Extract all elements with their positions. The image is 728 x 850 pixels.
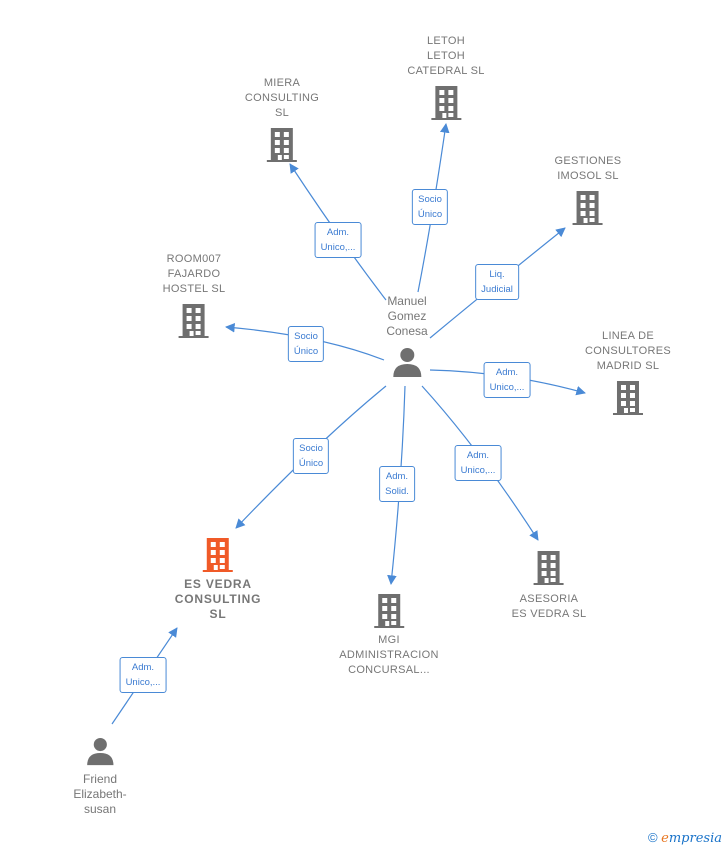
edge-label-esvedra[interactable]: Socio Único xyxy=(292,438,330,474)
node-letoh-letoh-catedral[interactable]: LETOH LETOH CATEDRAL SL xyxy=(407,34,484,121)
node-label-line: LETOH xyxy=(427,50,465,62)
building-icon xyxy=(178,304,209,338)
edge-label-line: Unico,... xyxy=(460,465,496,476)
node-label-line: GESTIONES xyxy=(554,155,622,167)
edge-label-letoh[interactable]: Socio Único xyxy=(411,189,449,225)
node-label-line: SL xyxy=(274,107,290,119)
node-label-line: susan xyxy=(83,802,117,816)
edge-label-line: Unico,... xyxy=(489,382,525,393)
edge-label-mgi[interactable]: Adm. Solid. xyxy=(379,466,415,502)
node-label-line: ADMINISTRACION xyxy=(339,649,439,661)
node-room007-fajardo-hostel[interactable]: ROOM007 FAJARDO HOSTEL SL xyxy=(163,252,226,339)
edge-label-line: Adm. xyxy=(466,450,490,461)
brand-rest: mpresia xyxy=(668,831,722,846)
node-label-line: MGI xyxy=(378,634,400,646)
person-icon xyxy=(86,737,114,766)
node-manuel-gomez-conesa[interactable]: Manuel Gomez Conesa xyxy=(386,294,428,379)
edge-label-line: Único xyxy=(293,346,319,357)
node-es-vedra-consulting[interactable]: ES VEDRA CONSULTING SL xyxy=(175,537,261,622)
node-linea-de-consultores[interactable]: LINEA DE CONSULTORES MADRID SL xyxy=(585,329,671,416)
node-label-line: CATEDRAL SL xyxy=(407,65,485,77)
building-icon xyxy=(613,381,643,415)
edge-label-line: Unico,... xyxy=(320,242,356,253)
edge-label-line: Socio xyxy=(418,194,442,205)
node-label-line: ES VEDRA SL xyxy=(511,608,587,620)
edge-label-line: Socio xyxy=(299,443,323,454)
empresia-logo[interactable]: empresia xyxy=(661,831,722,846)
node-label-line: CONCURSAL... xyxy=(348,664,430,676)
edge-label-line: Solid. xyxy=(385,486,409,497)
edge-label-line: Adm. xyxy=(385,471,409,482)
edge-label-line: Judicial xyxy=(481,284,513,295)
node-label-line: MIERA xyxy=(263,77,301,89)
node-label-line: ASESORIA xyxy=(519,593,579,605)
building-icon xyxy=(430,86,461,120)
node-label-line: MADRID SL xyxy=(596,360,660,372)
node-label-line: Elizabeth- xyxy=(73,787,127,801)
node-miera-consulting[interactable]: MIERA CONSULTING SL xyxy=(245,76,319,163)
edge-label-line: Adm. xyxy=(131,662,155,673)
person-icon xyxy=(393,348,421,377)
building-icon xyxy=(572,191,603,225)
edge-label-gestiones[interactable]: Liq. Judicial xyxy=(475,264,519,300)
edge-label-line: Único xyxy=(417,209,443,220)
node-label-line: Friend xyxy=(82,772,117,786)
node-friend-elizabeth-susan[interactable]: Friend Elizabeth- susan xyxy=(73,737,127,817)
node-asesoria-es-vedra[interactable]: ASESORIA ES VEDRA SL xyxy=(512,550,587,622)
node-label-line: CONSULTING xyxy=(244,92,320,104)
building-icon xyxy=(202,538,233,572)
copyright-icon: © xyxy=(647,830,658,845)
edge-label-asesoria[interactable]: Adm. Unico,... xyxy=(454,445,502,481)
edge-label-line: Liq. xyxy=(489,269,505,280)
node-label-line: SL xyxy=(209,607,227,621)
footer-brand: © empresia xyxy=(648,830,722,846)
edge-label-line: Socio xyxy=(294,331,318,342)
node-label-line: CONSULTORES xyxy=(584,345,672,357)
building-icon xyxy=(267,128,297,162)
node-label-line: FAJARDO xyxy=(167,268,221,280)
node-label-line: Gomez xyxy=(387,309,427,323)
node-gestiones-imosol[interactable]: GESTIONES IMOSOL SL xyxy=(555,154,622,226)
node-label-line: Manuel xyxy=(387,294,427,308)
building-icon xyxy=(373,594,404,628)
edge-label-line: Unico,... xyxy=(125,677,161,688)
node-label-line: ROOM007 xyxy=(166,253,222,265)
node-label-line: Conesa xyxy=(386,324,428,338)
node-mgi-administracion-concursal[interactable]: MGI ADMINISTRACION CONCURSAL... xyxy=(339,593,439,678)
node-label-line: CONSULTING xyxy=(174,592,262,606)
brand-first-letter: e xyxy=(661,831,669,846)
building-icon xyxy=(534,551,564,585)
edge-label-line: Adm. xyxy=(495,367,519,378)
edge-label-line: Adm. xyxy=(326,227,350,238)
node-label-line: IMOSOL SL xyxy=(557,170,619,182)
node-label-line: HOSTEL SL xyxy=(162,283,226,295)
edge-label-friend[interactable]: Adm. Unico,... xyxy=(119,657,167,693)
node-label-line: LETOH xyxy=(427,35,465,47)
edge-label-linea[interactable]: Adm. Unico,... xyxy=(483,362,531,398)
edge-label-miera[interactable]: Adm. Unico,... xyxy=(314,222,362,258)
node-label-line: LINEA DE xyxy=(602,330,654,342)
edge-label-line: Único xyxy=(298,458,324,469)
edge-label-room007[interactable]: Socio Único xyxy=(287,326,325,362)
node-label-line: ES VEDRA xyxy=(184,577,252,591)
